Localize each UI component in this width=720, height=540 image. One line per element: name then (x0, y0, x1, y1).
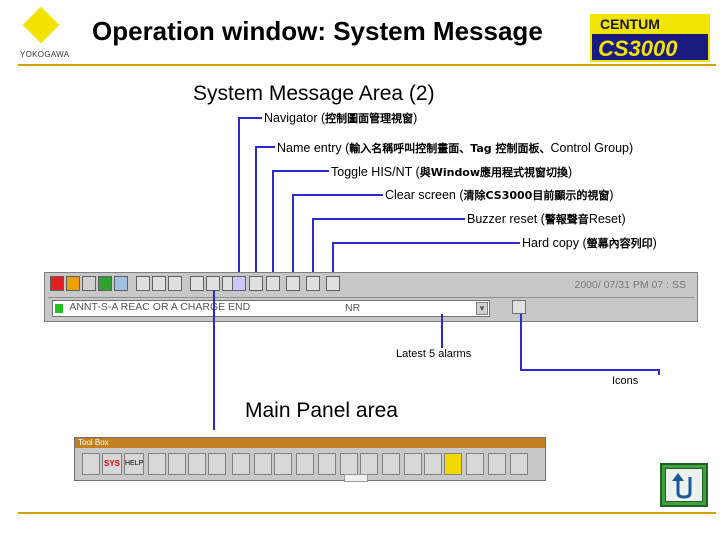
navigator-icon[interactable] (232, 276, 246, 291)
message-icon[interactable] (512, 300, 526, 314)
operator-icon[interactable] (114, 276, 128, 291)
main-panel-label: Main Panel area (245, 399, 398, 422)
leader-line-icons-v (658, 369, 660, 375)
monitor-icon[interactable] (404, 453, 422, 475)
bar-divider (48, 297, 694, 298)
chevron-down-icon[interactable]: ▼ (476, 302, 488, 315)
leader-line-navigator (238, 117, 262, 119)
monitor-alt-icon[interactable] (424, 453, 442, 475)
company-name: YOKOGAWA (20, 50, 70, 59)
name-entry-icon[interactable] (249, 276, 263, 291)
print-icon[interactable] (466, 453, 484, 475)
leader-line-toggle-v (272, 170, 274, 277)
zoom-icon[interactable] (296, 453, 314, 475)
panel-icon[interactable] (136, 276, 150, 291)
trend-icon[interactable] (168, 276, 182, 291)
warning-icon[interactable] (66, 276, 80, 291)
centum-cs3000-logo: CENTUM CS3000 (590, 14, 710, 62)
paste-icon[interactable] (510, 453, 528, 475)
up-arrow-icon[interactable] (340, 453, 358, 475)
leader-line-navigator-v (238, 117, 240, 277)
yokogawa-logo-icon (22, 6, 60, 44)
toolbox-title: Tool Box (78, 438, 109, 447)
header-rule (18, 64, 716, 66)
hard-copy-icon[interactable] (326, 276, 340, 291)
annotation-buzzer-reset: Buzzer reset (警報聲音Reset) (467, 212, 626, 226)
arrows-icon[interactable] (188, 453, 206, 475)
leader-line-main-panel (213, 290, 215, 430)
page-title: Operation window: System Message (92, 16, 543, 46)
datetime-display: 2000/ 07/31 PM 07 : SS (574, 279, 687, 291)
brand-top-text: CENTUM (600, 16, 660, 32)
alarm-status-icon (55, 304, 63, 313)
list-icon[interactable] (206, 276, 220, 291)
latest-alarms-field[interactable]: ANNT-S-A REAC OR A CHARGE END NR ▼ (52, 300, 490, 317)
annotation-hard-copy: Hard copy (螢幕內容列印) (522, 236, 657, 250)
alarm-message-text: ANNT-S-A REAC OR A CHARGE END (69, 301, 251, 313)
leader-line-hardcopy-v (332, 242, 334, 277)
annotation-navigator: Navigator (控制圖面管理視窗) (264, 111, 418, 125)
leader-line-hardcopy (332, 242, 520, 244)
process-icon[interactable] (82, 276, 96, 291)
grid-icon[interactable] (382, 453, 400, 475)
database-icon[interactable] (444, 453, 462, 475)
help-button[interactable]: HELP (124, 453, 144, 475)
leader-line-name-entry (255, 146, 275, 148)
alarm-status-text: NR (345, 302, 361, 314)
leader-line-latest (441, 314, 443, 348)
resize-icon[interactable] (208, 453, 226, 475)
leader-line-buzzer-v (312, 218, 314, 277)
light-icon[interactable] (148, 453, 166, 475)
window-tile-icon[interactable] (254, 453, 272, 475)
overview-icon[interactable] (274, 453, 292, 475)
alarm-icon[interactable] (50, 276, 64, 291)
leader-line-icons-h (520, 369, 660, 371)
annotation-clear-screen: Clear screen (清除CS3000目前顯示的視窗) (385, 188, 614, 202)
toggle-window-icon[interactable] (266, 276, 280, 291)
toolbox-tab[interactable] (344, 474, 368, 482)
graphic-icon[interactable] (152, 276, 166, 291)
toolbox-titlebar (75, 438, 545, 448)
leader-line-clear (292, 194, 383, 196)
status-ok-icon[interactable] (98, 276, 112, 291)
window-icon[interactable] (190, 276, 204, 291)
group-icon[interactable] (318, 453, 336, 475)
icons-label: Icons (612, 375, 639, 387)
sys-button[interactable]: SYS (102, 453, 122, 475)
leader-line-clear-v (292, 194, 294, 277)
leader-line-buzzer (312, 218, 465, 220)
footer-rule (18, 512, 716, 514)
wave-icon[interactable] (232, 453, 250, 475)
leader-line-toggle (272, 170, 329, 172)
buzzer-reset-icon[interactable] (306, 276, 320, 291)
copy-icon[interactable] (488, 453, 506, 475)
clear-screen-icon[interactable] (286, 276, 300, 291)
return-icon (665, 468, 703, 502)
leader-line-icons (520, 314, 522, 370)
leader-line-name-entry-v (255, 146, 257, 277)
annotation-toggle: Toggle HIS/NT (與Window應用程式視窗切換) (331, 165, 573, 179)
annotation-name-entry: Name entry (輸入名稱呼叫控制畫面、Tag 控制面板、Control … (277, 141, 634, 155)
brand-bottom-text: CS3000 (598, 36, 678, 61)
section-title: System Message Area (2) (193, 82, 435, 105)
latest-alarms-label: Latest 5 alarms (396, 348, 472, 360)
search-icon[interactable] (82, 453, 100, 475)
tune-icon[interactable] (168, 453, 186, 475)
down-arrow-icon[interactable] (360, 453, 378, 475)
